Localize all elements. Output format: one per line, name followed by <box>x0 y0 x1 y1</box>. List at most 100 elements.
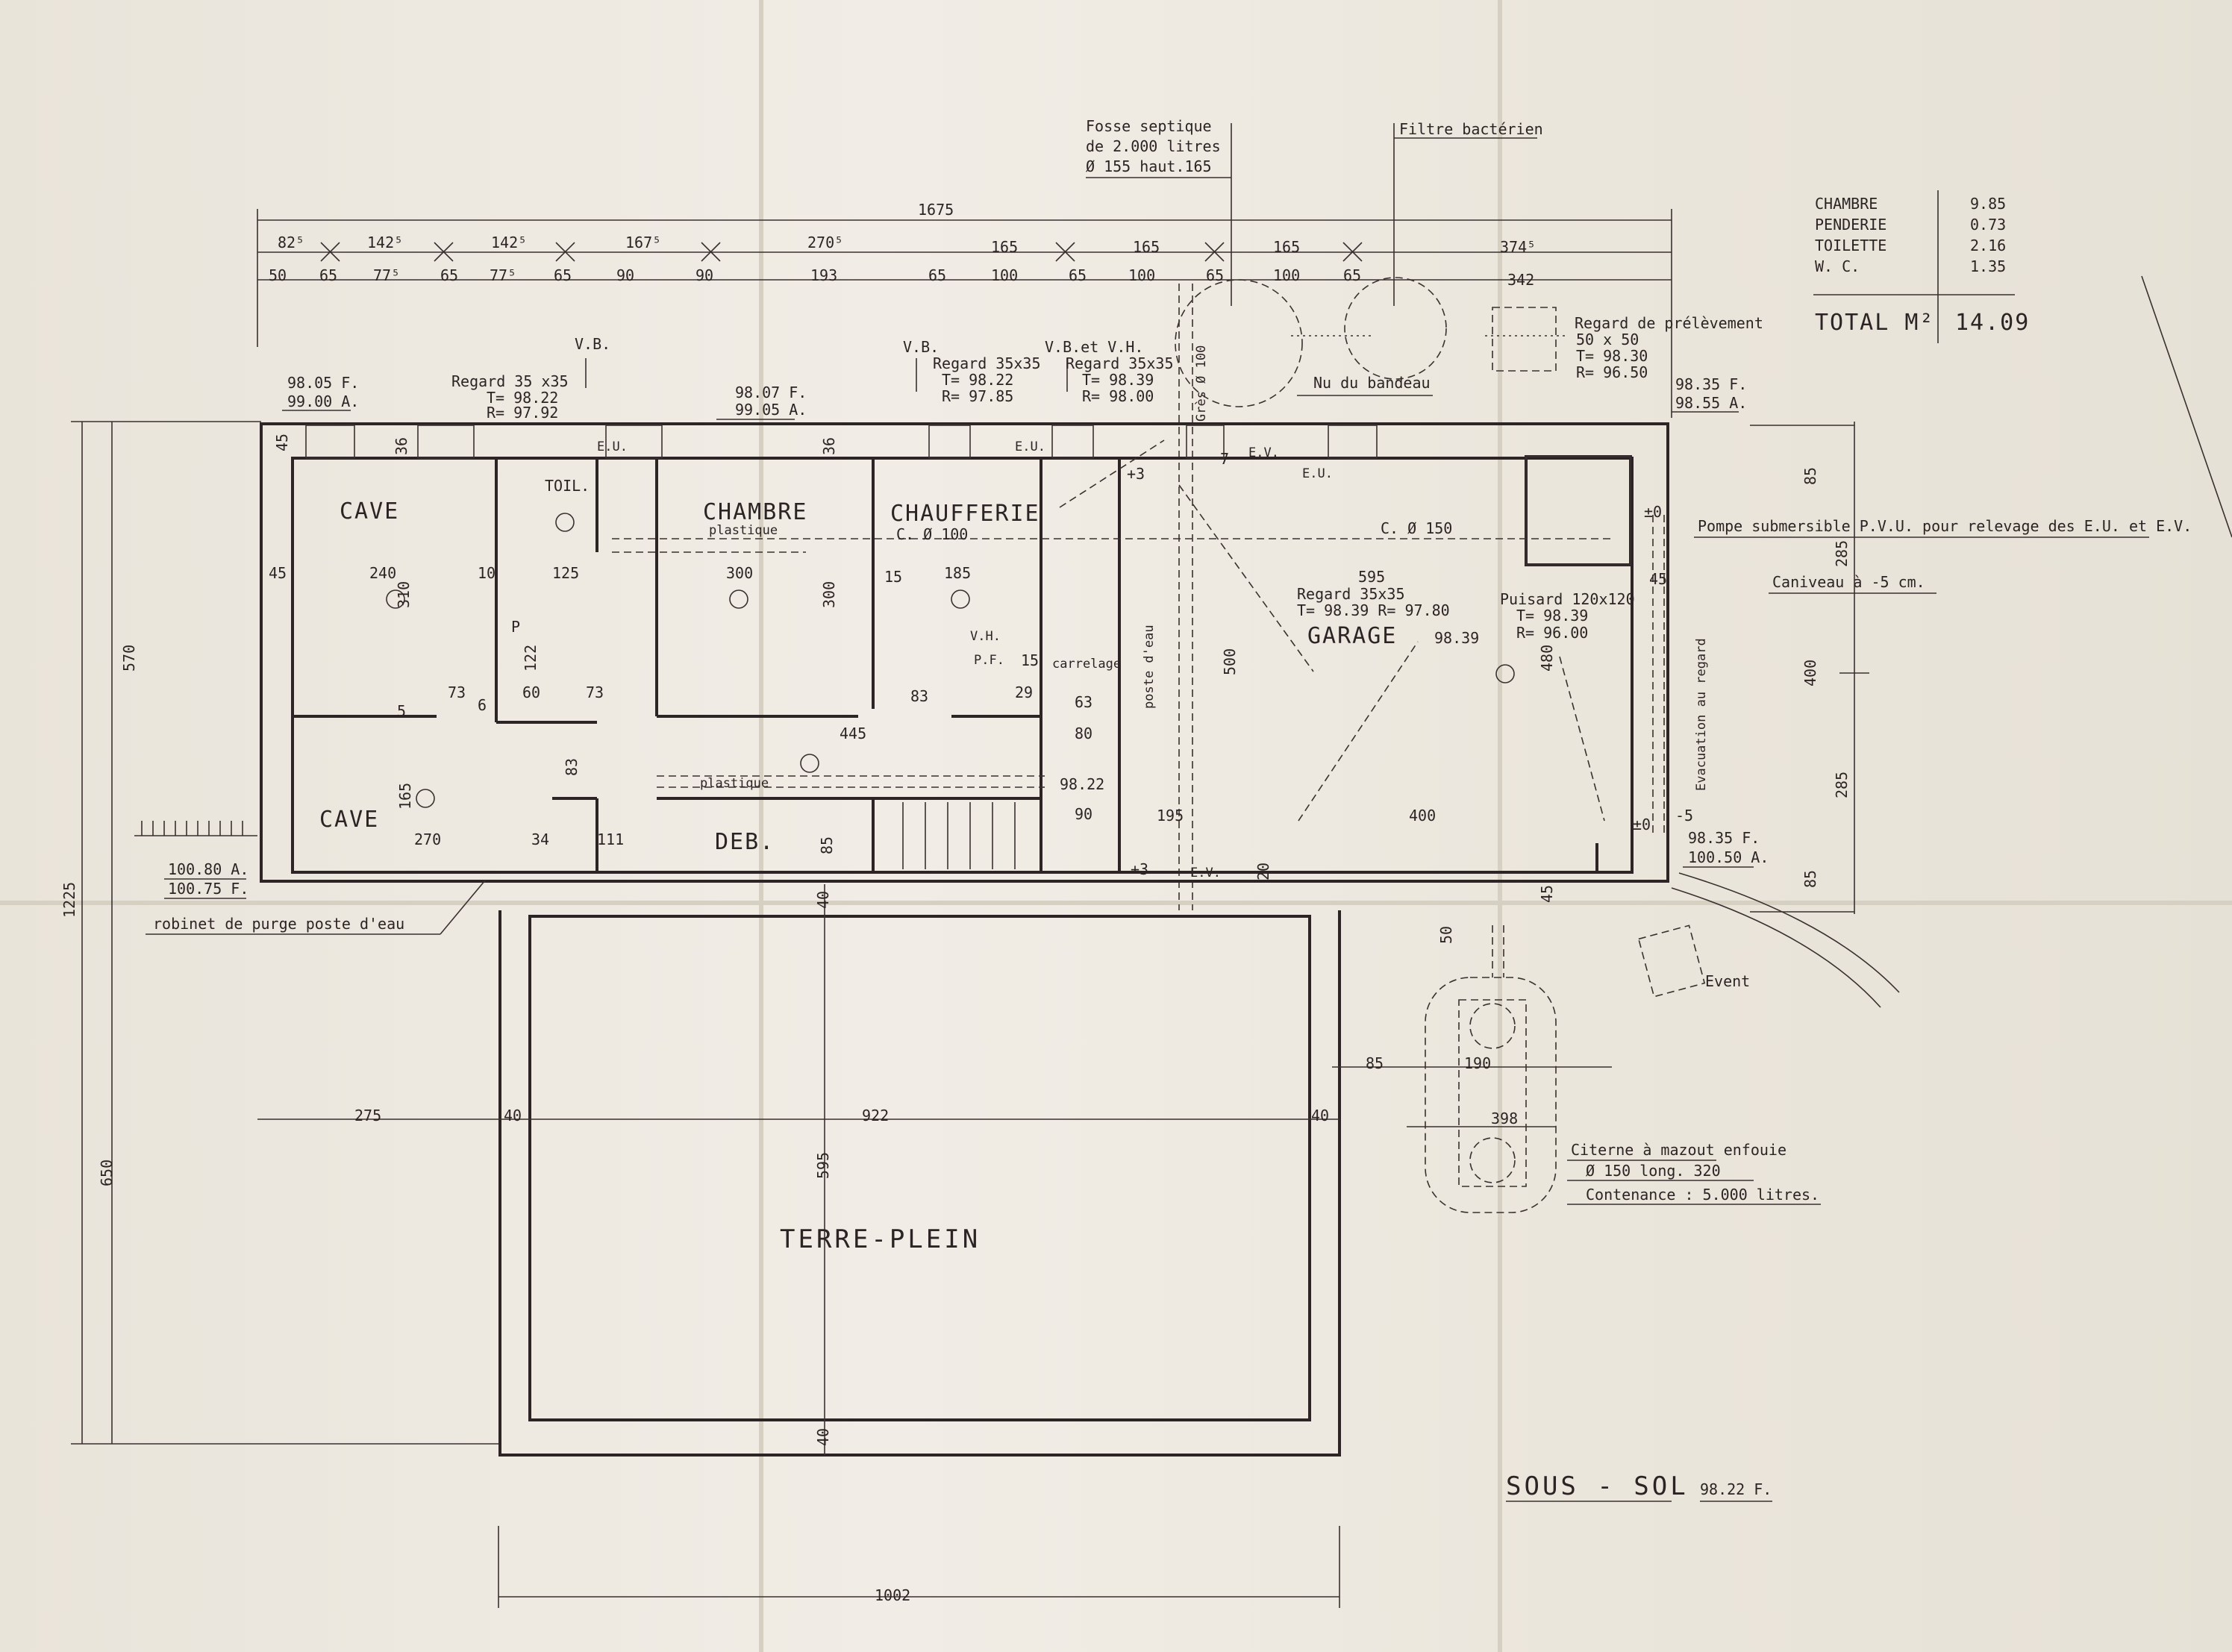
event-vent: Event <box>1637 872 1900 1008</box>
dim-row1-item: 167⁵ <box>625 234 661 251</box>
svg-text:83: 83 <box>563 758 581 776</box>
inner-dimensions: 240 310 300 300 185 125 595 480 500 445 … <box>269 434 1693 903</box>
note-regard-3: Regard 35x35 T= 98.39 R= 98.00 <box>1066 354 1174 405</box>
dim-row1-item: 142⁵ <box>491 234 527 251</box>
floor-drain <box>555 513 575 532</box>
svg-text:73: 73 <box>448 683 466 701</box>
dim-right-85a: 85 <box>1801 467 1819 485</box>
area-label: PENDERIE <box>1815 216 1886 234</box>
svg-text:R= 96.00: R= 96.00 <box>1516 624 1588 642</box>
svg-text:de 2.000 litres: de 2.000 litres <box>1086 137 1221 155</box>
dim-cit-85: 85 <box>1366 1054 1384 1072</box>
dim-row2-item: 50 <box>269 266 287 284</box>
dim-row2-item: 90 <box>695 266 713 284</box>
drain-pipes <box>612 335 1665 836</box>
floor-drain <box>951 589 970 609</box>
svg-text:±0: ±0 <box>1633 816 1651 833</box>
note-caniveau: Caniveau à -5 cm. <box>1769 573 1936 594</box>
svg-text:98.35 F.: 98.35 F. <box>1675 375 1747 393</box>
svg-text:310: 310 <box>395 581 413 608</box>
terre-plein-walls <box>257 884 1341 1457</box>
area-label: TOILETTE <box>1815 237 1886 254</box>
dim-row2-item: 193 <box>810 266 837 284</box>
svg-text:T= 98.39 R= 97.80: T= 98.39 R= 97.80 <box>1297 601 1450 619</box>
svg-text:Pompe submersible P.V.U. pour: Pompe submersible P.V.U. pour relevage d… <box>1698 517 2192 535</box>
note-robinet: robinet de purge poste d'eau <box>146 880 486 935</box>
note-citerne: Citerne à mazout enfouie Ø 150 long. 320… <box>1567 1141 1821 1205</box>
label-vh: V.H. <box>970 629 1001 644</box>
svg-text:±0: ±0 <box>1644 503 1662 521</box>
garage-level: 98.39 <box>1434 629 1479 647</box>
note-vb-2: V.B. <box>903 338 939 356</box>
dim-row1-item: 82⁵ <box>278 234 304 251</box>
dim-top-total: 1675 <box>918 201 954 219</box>
dim-40a: 40 <box>504 1107 522 1124</box>
dim-right-285b: 285 <box>1833 772 1851 798</box>
svg-text:45: 45 <box>273 434 291 451</box>
area-value: 2.16 <box>1970 237 2006 254</box>
label-ev: E.V. <box>1190 866 1221 880</box>
dim-right-85b: 85 <box>1801 870 1819 888</box>
area-table: CHAMBRE 9.85 PENDERIE 0.73 TOILETTE 2.16… <box>1813 190 2028 343</box>
svg-text:165: 165 <box>396 783 414 810</box>
svg-text:29: 29 <box>1015 683 1033 701</box>
room-deb: DEB. <box>715 829 775 855</box>
floor-drain <box>800 754 819 773</box>
level-marker-4: 98.35 F. 100.50 A. <box>1683 829 1769 868</box>
room-toil: TOIL. <box>545 477 590 495</box>
note-regard-prelevement: Regard de prélèvement 50 x 50 T= 98.30 R… <box>1492 307 1763 381</box>
pipe-c100: C. Ø 100 <box>896 525 968 543</box>
dim-row1-item: 165 <box>1273 238 1300 256</box>
svg-text:83: 83 <box>910 687 928 705</box>
label-pf: P.F. <box>974 653 1004 668</box>
svg-text:45: 45 <box>1649 570 1667 588</box>
floor-drain <box>386 589 405 609</box>
dim-row2-item: 100 <box>991 266 1018 284</box>
bottom-dimension <box>498 1526 1340 1608</box>
label-eu: E.U. <box>1015 439 1045 454</box>
room-garage: GARAGE <box>1307 623 1397 649</box>
svg-text:T= 98.22: T= 98.22 <box>487 389 558 407</box>
dim-row2-item: 90 <box>616 266 634 284</box>
svg-text:270: 270 <box>414 830 441 848</box>
svg-text:50 x 50: 50 x 50 <box>1576 331 1639 348</box>
dim-1002: 1002 <box>875 1586 910 1604</box>
level-marker-2: 98.07 F. 99.05 A. <box>716 384 807 420</box>
room-penderie: P <box>511 618 520 636</box>
level-marker-1: 98.05 F. 99.00 A. <box>282 374 359 411</box>
room-chambre-floor: plastique <box>709 523 778 538</box>
citerne-tank <box>1332 925 1612 1213</box>
dim-40b: 40 <box>1311 1107 1329 1124</box>
ground-hatch <box>134 821 257 836</box>
dim-row2-item: 65 <box>928 266 946 284</box>
room-deb-floor: plastique <box>700 776 769 791</box>
svg-text:300: 300 <box>726 564 753 582</box>
note-regard-garage: Regard 35x35 T= 98.39 R= 97.80 <box>1297 585 1450 619</box>
right-dimension-chain <box>1750 422 1869 914</box>
note-fosse-septique: Fosse septique de 2.000 litres Ø 155 hau… <box>1086 117 1232 306</box>
label-gres: Grès Ø 100 <box>1194 345 1209 422</box>
dim-row1-item: 270⁵ <box>807 234 843 251</box>
room-cave-top: CAVE <box>340 498 399 525</box>
svg-text:300: 300 <box>820 581 838 608</box>
svg-text:185: 185 <box>944 564 971 582</box>
dim-right-285a: 285 <box>1833 540 1851 567</box>
septic-tank-circle <box>1175 279 1303 407</box>
dim-595: 595 <box>814 1152 832 1179</box>
area-value: 0.73 <box>1970 216 2006 234</box>
svg-text:98.35 F.: 98.35 F. <box>1688 829 1760 847</box>
svg-text:34: 34 <box>531 830 549 848</box>
note-filtre-bacterien: Filtre bactérien <box>1393 120 1543 306</box>
svg-text:80: 80 <box>1075 725 1092 742</box>
svg-text:100.80 A.: 100.80 A. <box>168 860 248 878</box>
svg-text:15: 15 <box>884 568 902 586</box>
svg-text:5: 5 <box>397 702 406 720</box>
svg-text:Caniveau à -5 cm.: Caniveau à -5 cm. <box>1772 573 1925 591</box>
svg-text:-5: -5 <box>1675 807 1693 825</box>
svg-text:98.05 F.: 98.05 F. <box>287 374 359 392</box>
dim-row1-item: 165 <box>1133 238 1160 256</box>
left-dimension-chain <box>71 421 500 1445</box>
room-cave-bottom: CAVE <box>319 807 379 833</box>
note-vb-1: V.B. <box>575 335 610 353</box>
svg-text:10: 10 <box>478 564 496 582</box>
